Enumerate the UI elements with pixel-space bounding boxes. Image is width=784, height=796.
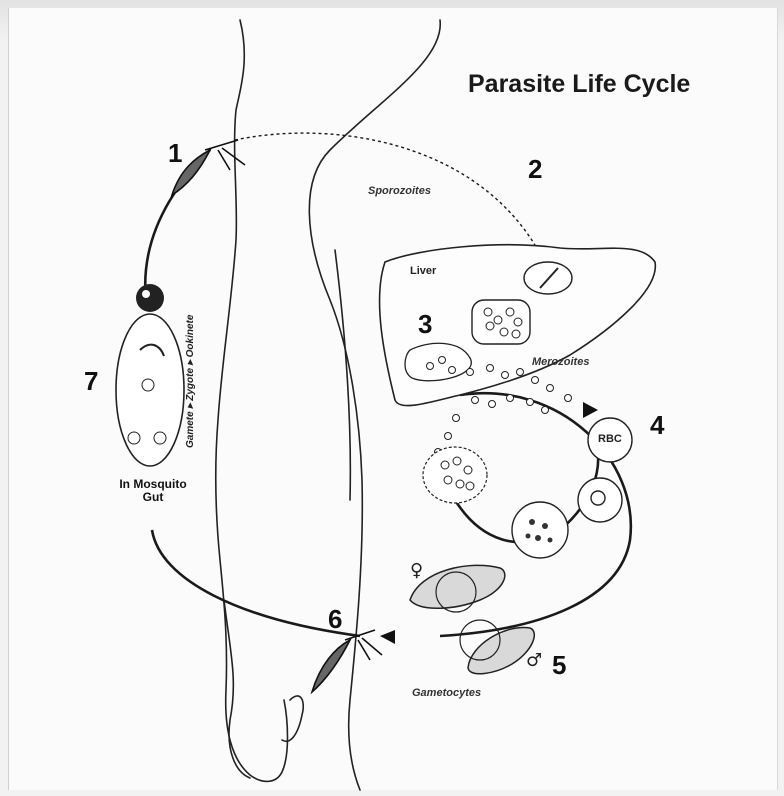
gamete-right — [154, 432, 166, 444]
gamete-left — [128, 432, 140, 444]
diagram-title: Parasite Life Cycle — [468, 72, 690, 97]
female-symbol: ♀ — [410, 562, 423, 580]
step-3-label: 3 — [418, 311, 432, 337]
mosquito-bottom — [312, 630, 382, 692]
zygote — [142, 379, 154, 391]
oocyst — [136, 284, 164, 312]
merozoites-label: Merozoites — [532, 357, 589, 368]
arm-outline — [224, 600, 250, 778]
ring-stage-cell — [578, 478, 622, 522]
step-2-label: 2 — [528, 156, 542, 182]
mosquito-gut-label: In Mosquito Gut — [108, 478, 198, 504]
gametocytes-label: Gametocytes — [412, 688, 481, 699]
mosquito-stages-label: Gamete ▸ Zygote ▸ Ookinete — [186, 315, 196, 448]
male-gametocyte — [468, 628, 534, 674]
arrow-to-rbc — [583, 402, 598, 418]
step-6-label: 6 — [328, 606, 342, 632]
step-7-label: 7 — [84, 368, 98, 394]
rbc-label: RBC — [598, 434, 622, 445]
arrow-to-mosquito — [380, 630, 395, 644]
cycle-arc-left — [145, 150, 210, 300]
male-symbol: ♂ — [526, 652, 542, 670]
mosquito-gut-line2: Gut — [108, 491, 198, 504]
trophozoite-cell — [512, 502, 568, 558]
torso-line — [335, 250, 350, 500]
step-4-label: 4 — [650, 412, 664, 438]
rbc-schizont — [423, 447, 487, 503]
step-1-label: 1 — [168, 140, 182, 166]
liver-label: Liver — [410, 266, 436, 277]
step-5-label: 5 — [552, 652, 566, 678]
sporozoites-label: Sporozoites — [368, 186, 431, 197]
